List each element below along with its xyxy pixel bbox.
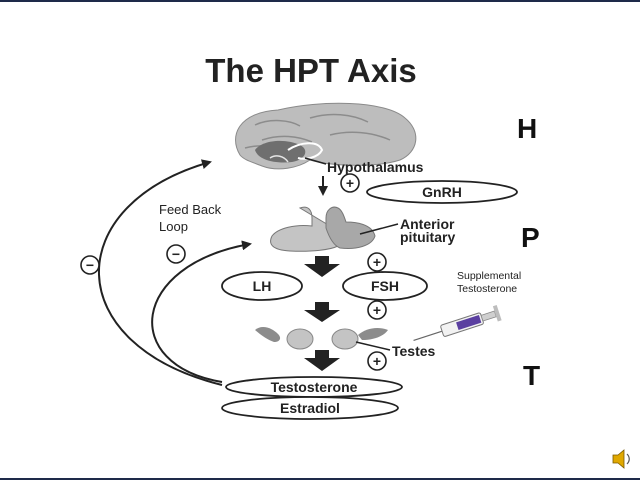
pituitary-icon [270,206,376,252]
testes-to-testosterone-arrow [304,350,340,371]
pituitary-label: pituitary [400,229,455,245]
plus-sign-gnrh-text: + [346,175,354,191]
fsh-oval [342,271,428,301]
supplement-label: Supplemental Testosterone [457,270,521,296]
bottom-border [0,478,640,480]
supplement-label-line1: Supplemental [457,270,522,282]
plus-sign-gonadotropins [367,252,387,272]
level-p-label: P [521,222,540,253]
plus-sign-gonadotropins-text: + [373,254,381,270]
feedback-label: Feed Back Loop [159,201,221,235]
minus-sign-inner-text: − [172,246,180,262]
top-border [0,0,640,2]
fsh-label: FSH [371,278,399,294]
level-h-label: H [517,113,538,144]
anterior-label: Anterior [400,216,455,232]
pituitary-to-gonadotropins-arrow [304,256,340,277]
gnrh-oval [366,180,518,204]
plus-sign-testosterone-text: + [373,353,381,369]
speaker-icon[interactable] [612,449,630,469]
testosterone-label: Testosterone [271,379,358,395]
plus-sign-testosterone [367,351,387,371]
supplement-label-line2: Testosterone [457,283,518,295]
estradiol-oval [221,396,399,420]
hypothalamus-label: Hypothalamus [327,159,424,175]
brain-icon [235,102,417,170]
feedback-label-line1: Feed Back [159,202,222,217]
lh-label: LH [253,278,272,294]
estradiol-label: Estradiol [280,400,340,416]
slide-title: The HPT Axis [205,52,417,89]
inner-feedback-arrow [151,240,252,383]
testes-label: Testes [392,343,436,359]
outer-feedback-arrow [98,159,223,386]
pituitary-pointer [359,223,399,235]
plus-sign-gnrh [340,173,360,193]
gonadotropins-to-testes-arrow [304,302,340,322]
testes-icon [255,327,388,350]
hypothalamus-pointer [304,157,327,165]
feedback-label-line2: Loop [159,219,188,234]
plus-sign-testes [367,300,387,320]
plus-sign-testes-text: + [373,302,381,318]
minus-sign-inner [166,244,186,264]
minus-sign-outer [80,255,100,275]
level-t-label: T [523,360,541,391]
minus-sign-outer-text: − [86,257,94,273]
syringe-icon [413,305,502,342]
testes-pointer [355,341,391,351]
gnrh-label: GnRH [422,184,462,200]
lh-oval [221,271,303,301]
